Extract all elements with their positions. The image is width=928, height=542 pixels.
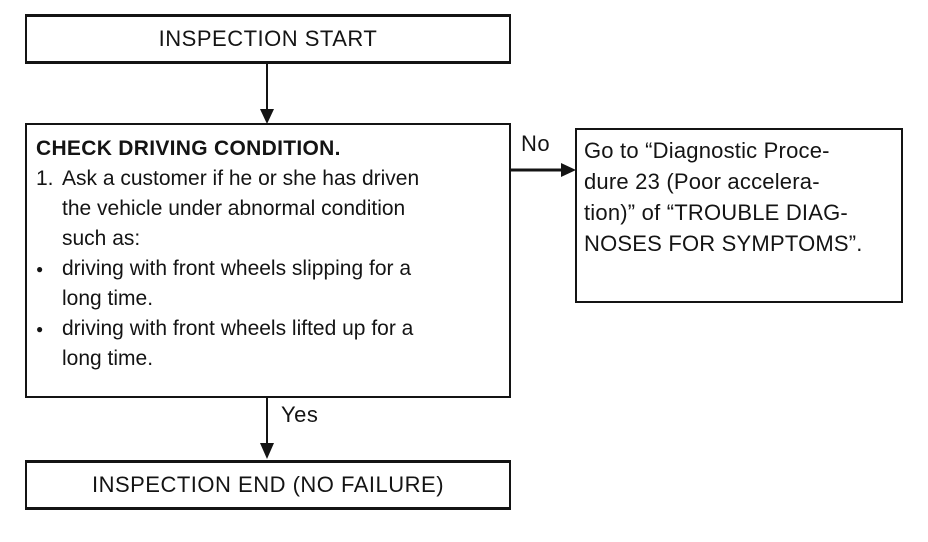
end-node: INSPECTION END (NO FAILURE) (25, 460, 511, 510)
check-node: CHECK DRIVING CONDITION. 1. Ask a custom… (25, 123, 511, 398)
check-bullet-item: ● driving with front wheels slipping for… (36, 254, 501, 314)
start-node: INSPECTION START (25, 14, 511, 64)
check-bullet-item: ● driving with front wheels lifted up fo… (36, 314, 501, 374)
end-node-label: INSPECTION END (NO FAILURE) (91, 472, 445, 497)
yes-branch-label: Yes (281, 402, 319, 427)
arrow-check-to-referral (511, 163, 576, 177)
check-step-item: 1. Ask a customer if he or she has drive… (36, 164, 501, 254)
arrow-check-to-end (260, 398, 274, 459)
arrow-start-to-check (260, 64, 274, 124)
no-branch-label: No (521, 131, 551, 156)
step-number: 1. (36, 167, 54, 190)
check-node-title: CHECK DRIVING CONDITION. (36, 137, 341, 160)
referral-node-text: Go to “Diagnostic Proce- dure 23 (Poor a… (584, 138, 863, 256)
bullet-icon: ● (36, 262, 44, 276)
bullet-text: driving with front wheels slipping for a… (62, 257, 412, 310)
bullet-icon: ● (36, 322, 44, 336)
referral-node: Go to “Diagnostic Proce- dure 23 (Poor a… (575, 128, 903, 303)
start-node-label: INSPECTION START (158, 26, 378, 51)
step-text: Ask a customer if he or she has driven t… (62, 167, 420, 250)
bullet-text: driving with front wheels lifted up for … (62, 317, 414, 370)
